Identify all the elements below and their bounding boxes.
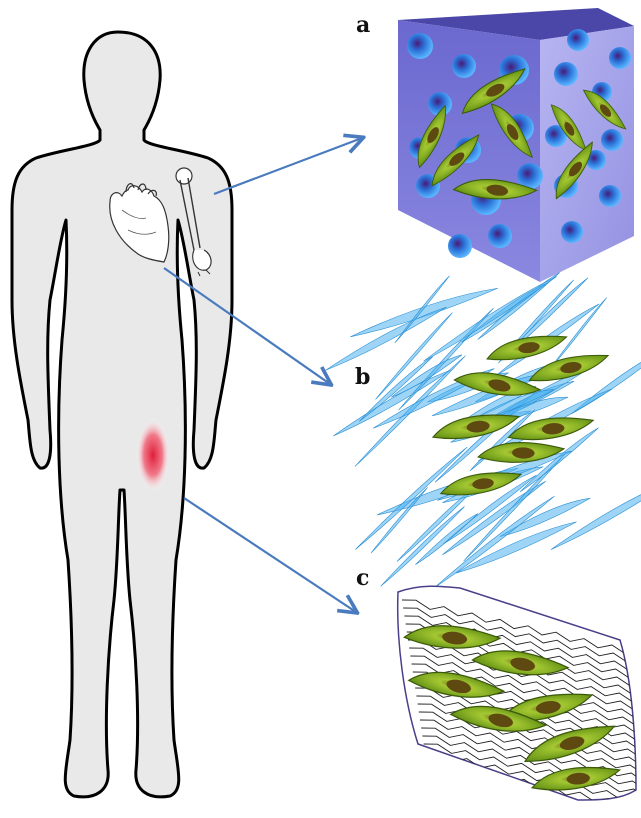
hydrogel-sphere [609, 47, 631, 69]
hydrogel-sphere [554, 62, 578, 86]
hydrogel-sphere [448, 234, 472, 258]
thigh-injury-spot [136, 418, 170, 492]
scaffold-fiber [551, 481, 641, 550]
arrow-to-panel-a [214, 138, 362, 194]
body-outline [12, 32, 232, 797]
scaffold-fiber [371, 487, 428, 553]
panel-label-c: c [356, 565, 369, 591]
hydrogel-sphere [452, 54, 476, 78]
hydrogel-sphere [599, 185, 621, 207]
panel-a-hydrogel-cube [398, 8, 634, 282]
panel-label-a: a [356, 12, 370, 38]
panel-b-fibrous-scaffold [326, 273, 641, 588]
arrow-to-panel-b [164, 268, 330, 384]
human-body-figure [12, 32, 232, 797]
hydrogel-sphere [561, 221, 583, 243]
panel-label-b: b [355, 364, 370, 390]
arrow-to-panel-c [184, 498, 356, 612]
panel-c-aligned-sheet [398, 586, 641, 818]
hydrogel-sphere [488, 224, 512, 248]
hydrogel-sphere [567, 29, 589, 51]
hydrogel-sphere [601, 129, 623, 151]
hydrogel-sphere [407, 33, 433, 59]
